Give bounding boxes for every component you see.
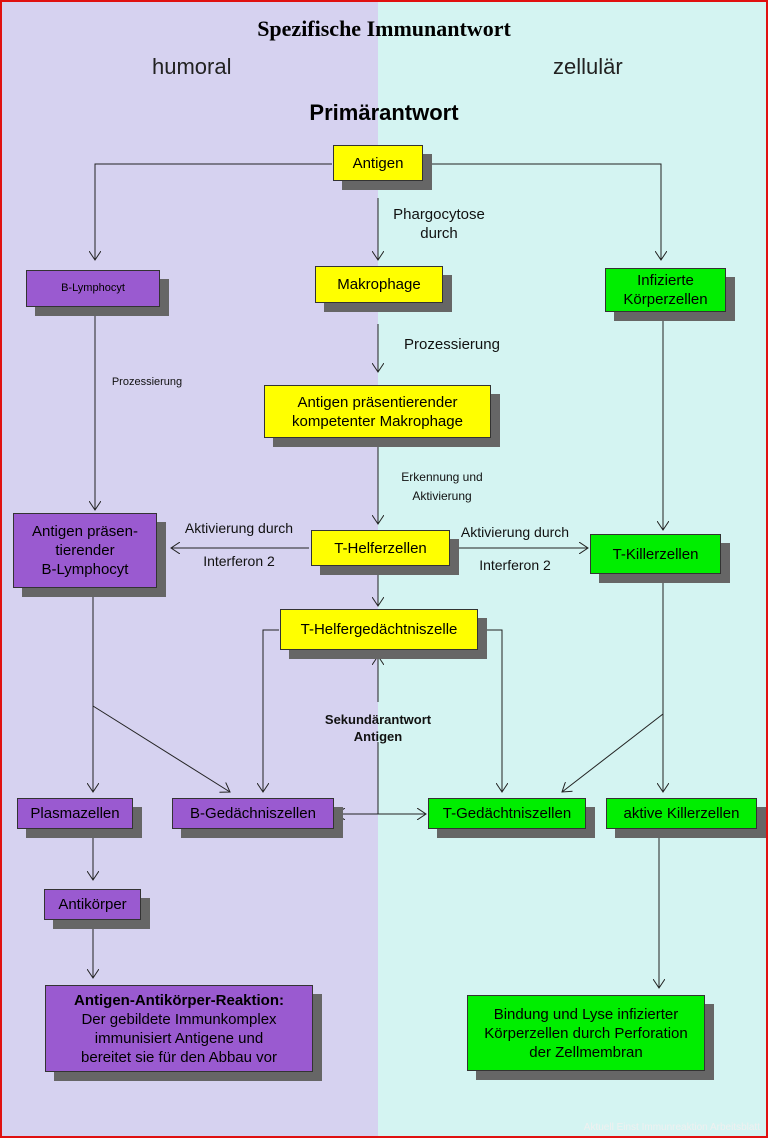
node-b-lymphocyt: B-Lymphocyt [26,270,160,307]
node-t-helfergedaechtniszelle: T-Helfergedächtniszelle [280,609,478,650]
node-t-helferzellen: T-Helferzellen [311,530,450,566]
node-infizierte-koerperzellen: Infizierte Körperzellen [605,268,726,312]
node-apc-b-lymphocyt: Antigen präsen- tierender B-Lymphocyt [13,513,157,588]
label-interferon-right: Interferon 2 [479,557,551,573]
reaktion-text: Der gebildete Immunkomplex immunisiert A… [81,1010,277,1066]
label-prozessierung: Prozessierung [404,336,500,353]
node-lyse: Bindung und Lyse infizierter Körperzelle… [467,995,705,1071]
node-apc-makrophage: Antigen präsentierender kompetenter Makr… [264,385,491,438]
link-gedaechtnis-t-gedaechtnis [478,629,502,792]
diagram-title: Spezifische Immunantwort [257,16,511,41]
diagram-subtitle: Primärantwort [309,100,459,125]
reaktion-title: Antigen-Antikörper-Reaktion: [74,991,284,1009]
link-antigen-b-lymphocyt [95,163,332,260]
node-t-gedaechtniszellen: T-Gedächtniszellen [428,798,586,829]
node-aktive-killerzellen: aktive Killerzellen [606,798,757,829]
label-sekundaerantwort: Sekundärantwort Antigen [324,712,432,744]
column-heading-zellulaer: zellulär [553,54,623,79]
column-heading-humoral: humoral [152,54,232,79]
link-apc-b-b-gedaechtnis [92,705,230,792]
watermark: Aktuell Einst Immunreaktion Arbeitsblatt [583,1122,760,1133]
node-antigen: Antigen [333,145,423,181]
link-gedaechtnis-b-gedaechtnis [263,629,279,792]
label-interferon-left: Interferon 2 [203,553,275,569]
label-erkennung: Erkennung und Aktivierung [401,470,483,503]
node-antigen-antikoerper-reaktion: Antigen-Antikörper-Reaktion: Der gebilde… [45,985,313,1072]
node-t-killerzellen: T-Killerzellen [590,534,721,574]
label-phagocytose: Phargocytose durch [393,206,485,242]
node-makrophage: Makrophage [315,266,443,303]
node-antikoerper: Antikörper [44,889,141,920]
label-aktivierung-right: Aktivierung durch [460,524,570,540]
label-aktivierung-left: Aktivierung durch [184,520,294,536]
node-plasmazellen: Plasmazellen [17,798,133,829]
link-antigen-infizierte [424,163,661,260]
link-t-killer-t-gedaechtnis [562,713,664,792]
label-prozessierung-small: Prozessierung [111,376,183,388]
node-b-gedaechtniszellen: B-Gedächniszellen [172,798,334,829]
